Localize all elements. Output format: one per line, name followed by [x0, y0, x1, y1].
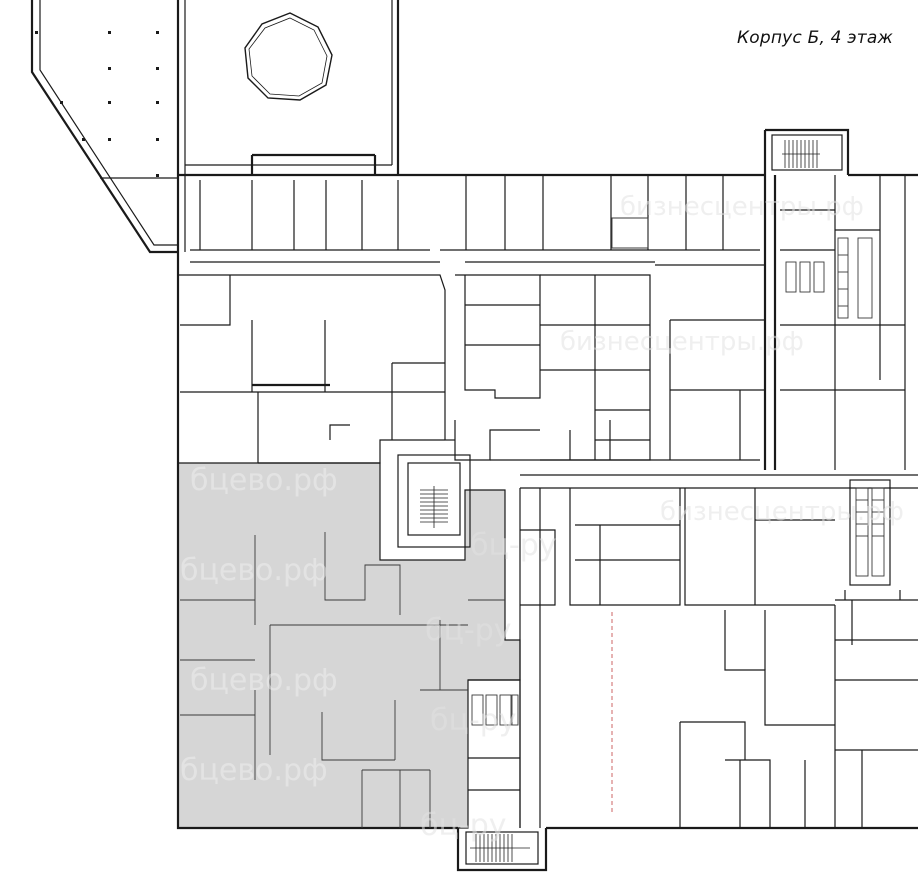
- watermark-text: бизнесцентры.рф: [660, 497, 904, 527]
- watermark-text: бц-ру: [420, 808, 507, 843]
- watermark-text: бизнесцентры.рф: [560, 327, 804, 357]
- staircase-icon: [420, 486, 448, 528]
- column-icon: [35, 31, 159, 177]
- middle-offices: [490, 274, 918, 489]
- toilet-icon: [785, 237, 873, 319]
- watermark-text: бц-ру: [430, 703, 517, 738]
- highlighted-unit-partitions: [180, 532, 505, 828]
- floor-label: Корпус Б, 4 этаж: [737, 28, 894, 48]
- south-core: [456, 679, 548, 872]
- watermark-text: бизнесцентры.рф: [620, 192, 864, 222]
- south-east-offices: [519, 488, 918, 828]
- outer-walls: [176, 153, 918, 830]
- watermark-text: бцево.рф: [190, 463, 338, 498]
- highlighted-unit[interactable]: [177, 462, 521, 829]
- watermark-text: бц-ру: [425, 613, 512, 648]
- watermark-text: бц-ру: [470, 528, 557, 563]
- toilet-icon: [471, 694, 519, 726]
- staircase-icon: [470, 834, 530, 862]
- watermark-text: бцево.рф: [190, 663, 338, 698]
- east-core: [655, 128, 918, 601]
- watermarks: бцево.рф бцево.рф бцево.рф бцево.рф бц-р…: [180, 192, 904, 843]
- escalator-icon: [849, 479, 891, 586]
- atrium-octagon: [244, 12, 333, 101]
- watermark-text: бцево.рф: [180, 753, 328, 788]
- staircase-icon: [782, 140, 820, 168]
- west-offices: [178, 274, 446, 464]
- north-offices: [190, 175, 760, 263]
- watermark-text: бцево.рф: [180, 553, 328, 588]
- atrium-block: [30, 0, 400, 254]
